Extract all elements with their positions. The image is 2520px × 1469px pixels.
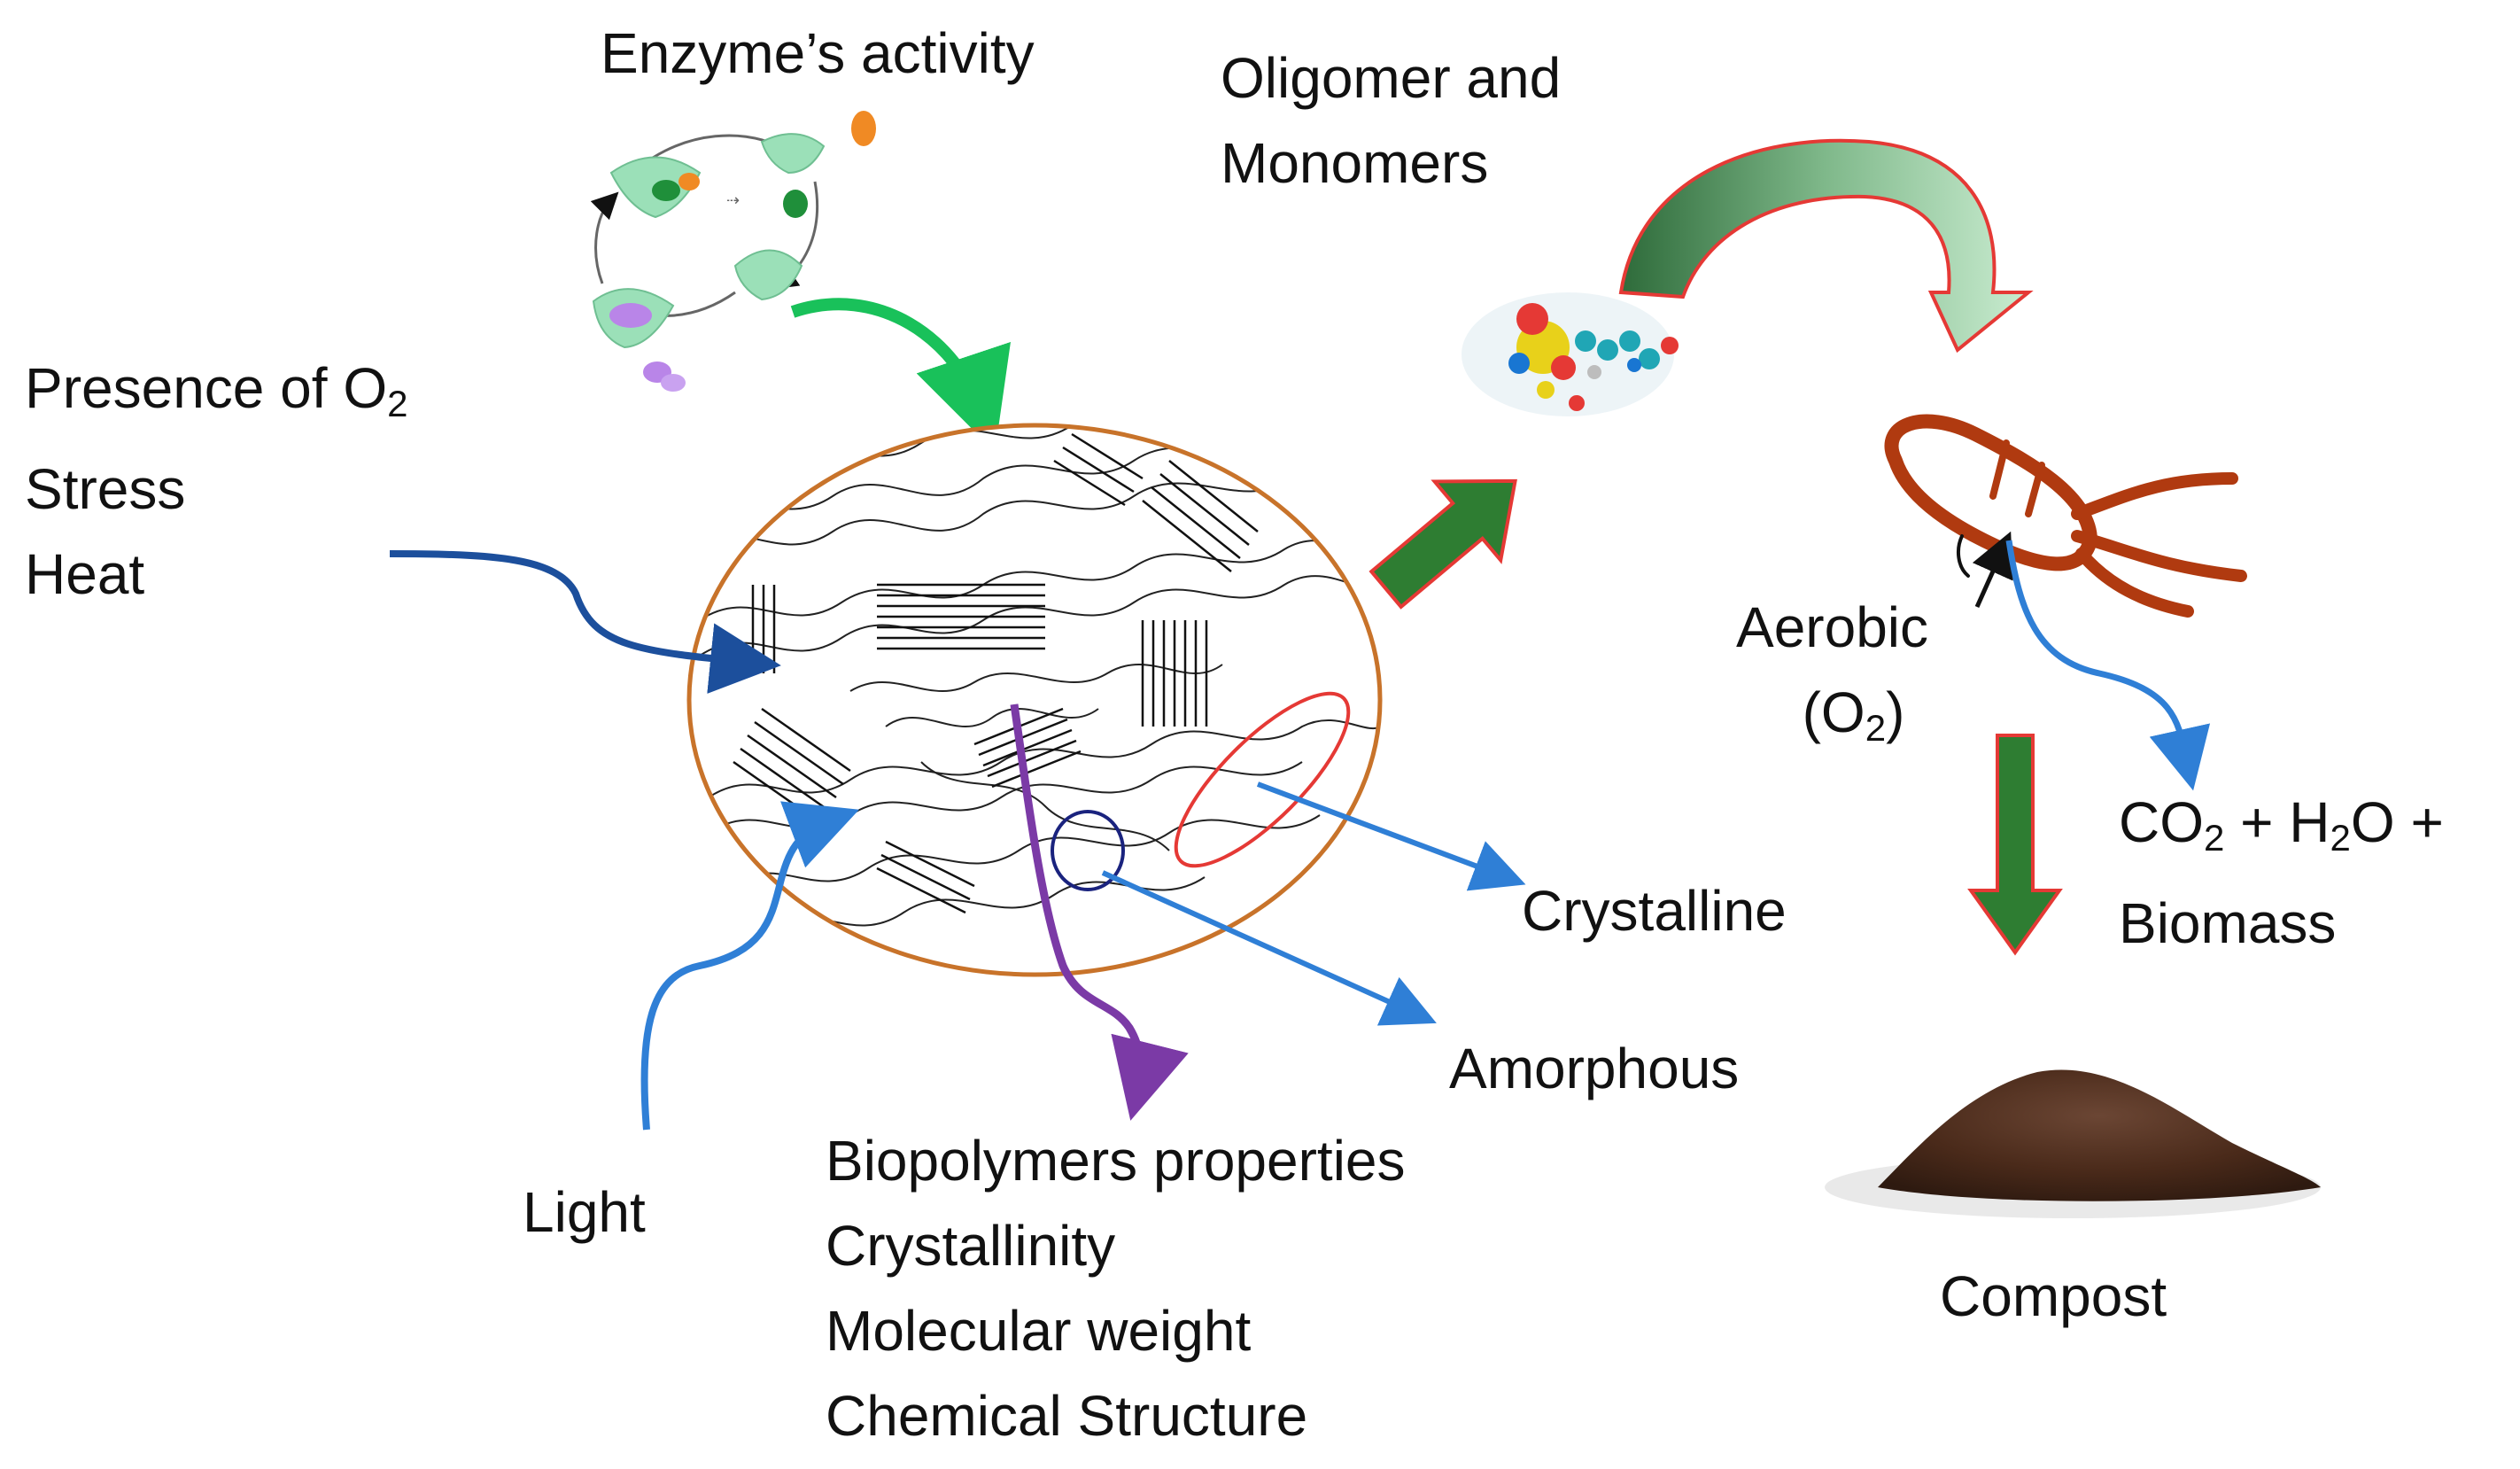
products-label: CO2 + H2O + Biomass [2119, 790, 2444, 955]
products-arrow [2005, 540, 2211, 791]
properties-arrow [1010, 703, 1189, 1121]
factors-arrow [389, 550, 781, 695]
compost-label: Compost [1940, 1264, 2167, 1328]
bacterium-icon [1884, 414, 2247, 618]
crystalline-region-marker [1174, 691, 1351, 868]
biopolymer-properties-label: Biopolymers properties Crystallinity Mol… [826, 1129, 1406, 1448]
molecule-icon [1462, 292, 1679, 416]
degradation-factors-label: Presence of O2 Stress Heat [25, 356, 408, 606]
light-label: Light [523, 1180, 646, 1244]
amorphous-label: Amorphous [1449, 1037, 1740, 1100]
amorphous-arrow [1101, 870, 1437, 1026]
enzyme-cycle-icon: ⇢ [590, 111, 876, 392]
aerobic-pointer [1972, 531, 2013, 609]
degradation-block-arrow [1369, 478, 1517, 610]
enzyme-activity-label: Enzyme’s activity [601, 21, 1035, 85]
aerobic-label: Aerobic (O2) [1736, 595, 1928, 749]
crystalline-label: Crystalline [1522, 879, 1787, 943]
crystalline-arrow [1256, 781, 1526, 891]
svg-text:⇢: ⇢ [726, 191, 740, 210]
compost-block-arrow [1967, 734, 2063, 956]
amorphous-region-marker [1051, 810, 1125, 891]
enzyme-arrow [790, 298, 1011, 452]
uptake-curved-arrow [1618, 138, 2034, 354]
compost-pile-icon [1825, 1069, 2321, 1218]
oligomer-label: Oligomer and Monomers [1221, 46, 1562, 195]
light-arrow [640, 801, 859, 1131]
